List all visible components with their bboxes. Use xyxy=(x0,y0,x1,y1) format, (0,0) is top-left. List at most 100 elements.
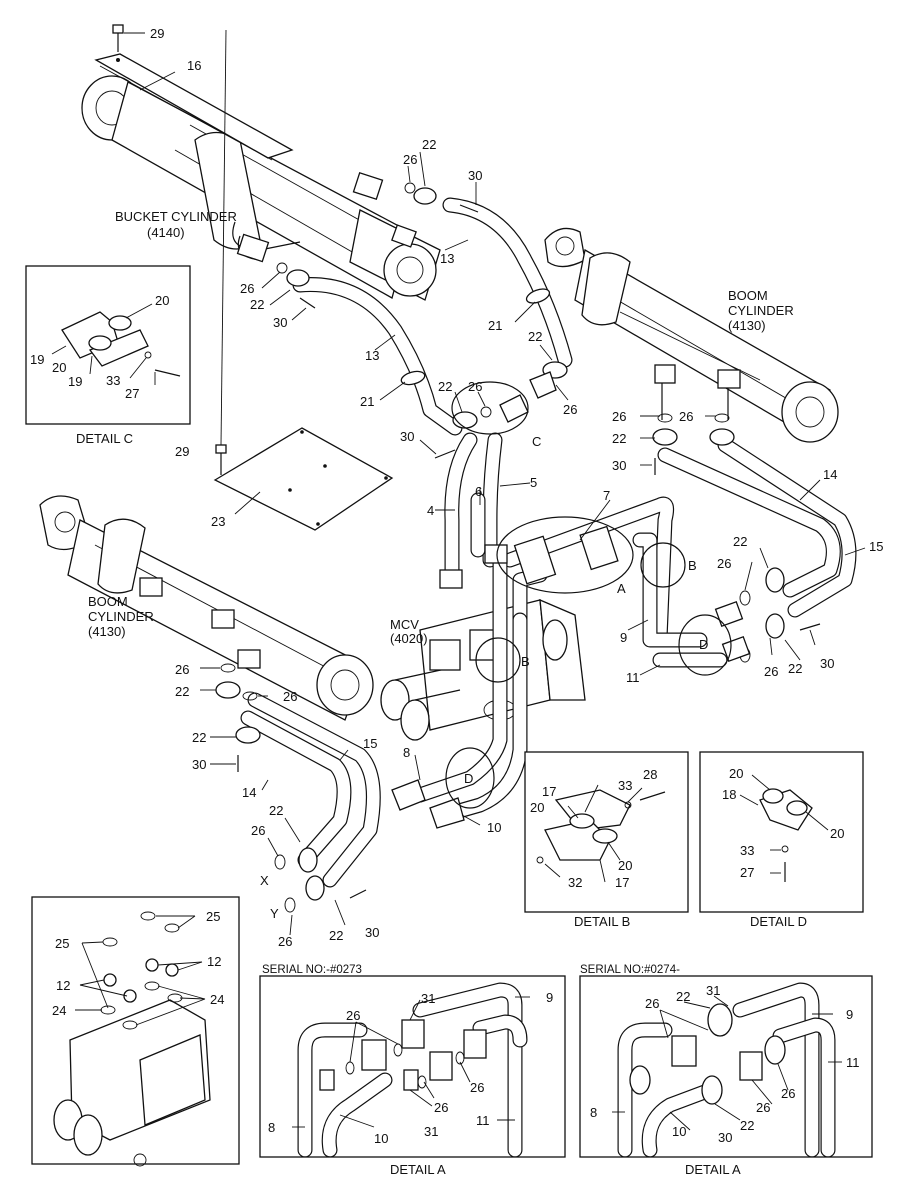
callout-26-top: 26 xyxy=(403,152,417,167)
detail-circle-a xyxy=(496,516,634,594)
callout-27-c: 27 xyxy=(125,386,139,401)
callout-30-boomL: 30 xyxy=(192,757,206,772)
letter-a: A xyxy=(617,581,626,596)
callout-29-top: 29 xyxy=(150,26,164,41)
caption-detail-a-left: DETAIL A xyxy=(390,1162,446,1177)
callout-30-top: 30 xyxy=(468,168,482,183)
callout-22-top: 22 xyxy=(422,137,436,152)
callout-4: 4 xyxy=(427,503,434,518)
callout-20-c1: 20 xyxy=(155,293,169,308)
caption-detail-c: DETAIL C xyxy=(76,431,133,446)
callout-20-c2: 20 xyxy=(52,360,66,375)
callout-26-right: 26 xyxy=(563,402,577,417)
callout-20-b2: 20 xyxy=(618,858,632,873)
callout-16: 16 xyxy=(187,58,201,73)
callout-14-right: 14 xyxy=(823,467,837,482)
callout-19-c1: 19 xyxy=(30,352,44,367)
serial-right: SERIAL NO:#0274- xyxy=(580,964,680,976)
pipe-7 xyxy=(502,496,675,648)
label-cylinder-right: CYLINDER xyxy=(728,303,794,318)
callout-19-c2: 19 xyxy=(68,374,82,389)
letter-d-upper: D xyxy=(699,637,708,652)
cover-plate-23 xyxy=(213,427,394,531)
letter-y: Y xyxy=(270,906,279,921)
label-boom-right: BOOM xyxy=(728,288,768,303)
callout-26-r3: 26 xyxy=(764,664,778,679)
callout-30-bucket: 30 xyxy=(273,315,287,330)
callout-26-ar3: 26 xyxy=(756,1100,770,1115)
detail-circle-d-upper xyxy=(678,614,732,676)
detail-captions: DETAIL C DETAIL B DETAIL D DETAIL A DETA… xyxy=(76,431,807,1177)
pipe-15-left xyxy=(247,692,381,888)
callout-30-r3: 30 xyxy=(820,656,834,671)
callout-26-boomL-2: 26 xyxy=(283,689,297,704)
callout-26-boomL-4: 26 xyxy=(278,934,292,949)
callout-8-al: 8 xyxy=(268,1120,275,1135)
detail-circle-c xyxy=(451,381,529,435)
component-labels: BUCKET CYLINDER (4140) BOOM CYLINDER (41… xyxy=(88,209,794,646)
callout-30-boomr: 30 xyxy=(612,458,626,473)
callout-26-r2: 26 xyxy=(717,556,731,571)
pipe-4 xyxy=(444,432,478,588)
callout-7: 7 xyxy=(603,488,610,503)
callout-13-left: 13 xyxy=(365,348,379,363)
callout-26-al2: 26 xyxy=(470,1080,484,1095)
callout-33-d: 33 xyxy=(740,843,754,858)
callout-26-boomr-2: 26 xyxy=(679,409,693,424)
callout-15-left: 15 xyxy=(363,736,377,751)
mcv-fitting-box xyxy=(31,896,240,1167)
pipe-13-right xyxy=(442,197,573,368)
pipe-13-left xyxy=(292,277,463,436)
label-boom-left: BOOM xyxy=(88,594,128,609)
serial-left: SERIAL NO:-#0273 xyxy=(262,964,362,976)
callout-11-ar: 11 xyxy=(846,1055,860,1070)
label-cylinder-left: CYLINDER xyxy=(88,609,154,624)
pipe-5 xyxy=(482,432,503,568)
callout-30-ar: 30 xyxy=(718,1130,732,1145)
bolt-30-set xyxy=(237,204,821,899)
caption-detail-a-right: DETAIL A xyxy=(685,1162,741,1177)
callout-33-c: 33 xyxy=(106,373,120,388)
caption-detail-b: DETAIL B xyxy=(574,914,630,929)
callout-22-r2: 22 xyxy=(733,534,747,549)
letter-x: X xyxy=(260,873,269,888)
callout-26-boomL-3: 26 xyxy=(251,823,265,838)
callout-25-m2: 25 xyxy=(55,936,69,951)
callout-8-ar: 8 xyxy=(590,1105,597,1120)
label-boom-cylinder-no-left: (4130) xyxy=(88,624,126,639)
callout-20-d2: 20 xyxy=(830,826,844,841)
callout-17-b1: 17 xyxy=(542,784,556,799)
callout-12-m1: 12 xyxy=(207,954,221,969)
pipe-9 xyxy=(632,532,708,648)
callout-27-d: 27 xyxy=(740,865,754,880)
detail-c-box xyxy=(25,265,191,425)
callout-22-mid: 22 xyxy=(438,379,452,394)
label-boom-cylinder-no-right: (4130) xyxy=(728,318,766,333)
leader-lines xyxy=(51,29,866,1131)
callout-26-al1: 26 xyxy=(346,1008,360,1023)
callout-26-mid: 26 xyxy=(468,379,482,394)
callout-22-ar2: 22 xyxy=(740,1118,754,1133)
pipe-14-right xyxy=(657,447,841,598)
detail-circle-b-upper xyxy=(640,542,686,588)
callout-33-b: 33 xyxy=(618,778,632,793)
callout-22-boomL-2: 22 xyxy=(192,730,206,745)
callout-26-ar1: 26 xyxy=(645,996,659,1011)
callout-22-ar1: 22 xyxy=(676,989,690,1004)
callout-21-left: 21 xyxy=(360,394,374,409)
boom-cylinder-left xyxy=(39,495,374,721)
callout-9-ar: 9 xyxy=(846,1007,853,1022)
callout-8-main: 8 xyxy=(403,745,410,760)
detail-a-left-box xyxy=(259,975,566,1158)
callout-10-al: 10 xyxy=(374,1131,388,1146)
callout-26-boomL-1: 26 xyxy=(175,662,189,677)
detail-d-box xyxy=(699,751,864,913)
callout-30-boomL-2: 30 xyxy=(365,925,379,940)
callout-30-mid: 30 xyxy=(400,429,414,444)
callout-5: 5 xyxy=(530,475,537,490)
callout-11-main: 11 xyxy=(626,670,640,685)
label-mcv: MCV xyxy=(390,617,419,632)
callout-21-right: 21 xyxy=(488,318,502,333)
part-number-callouts: 29 16 22 26 30 13 26 22 30 13 21 22 26 2… xyxy=(30,26,883,1146)
callout-22-boomr: 22 xyxy=(612,431,626,446)
